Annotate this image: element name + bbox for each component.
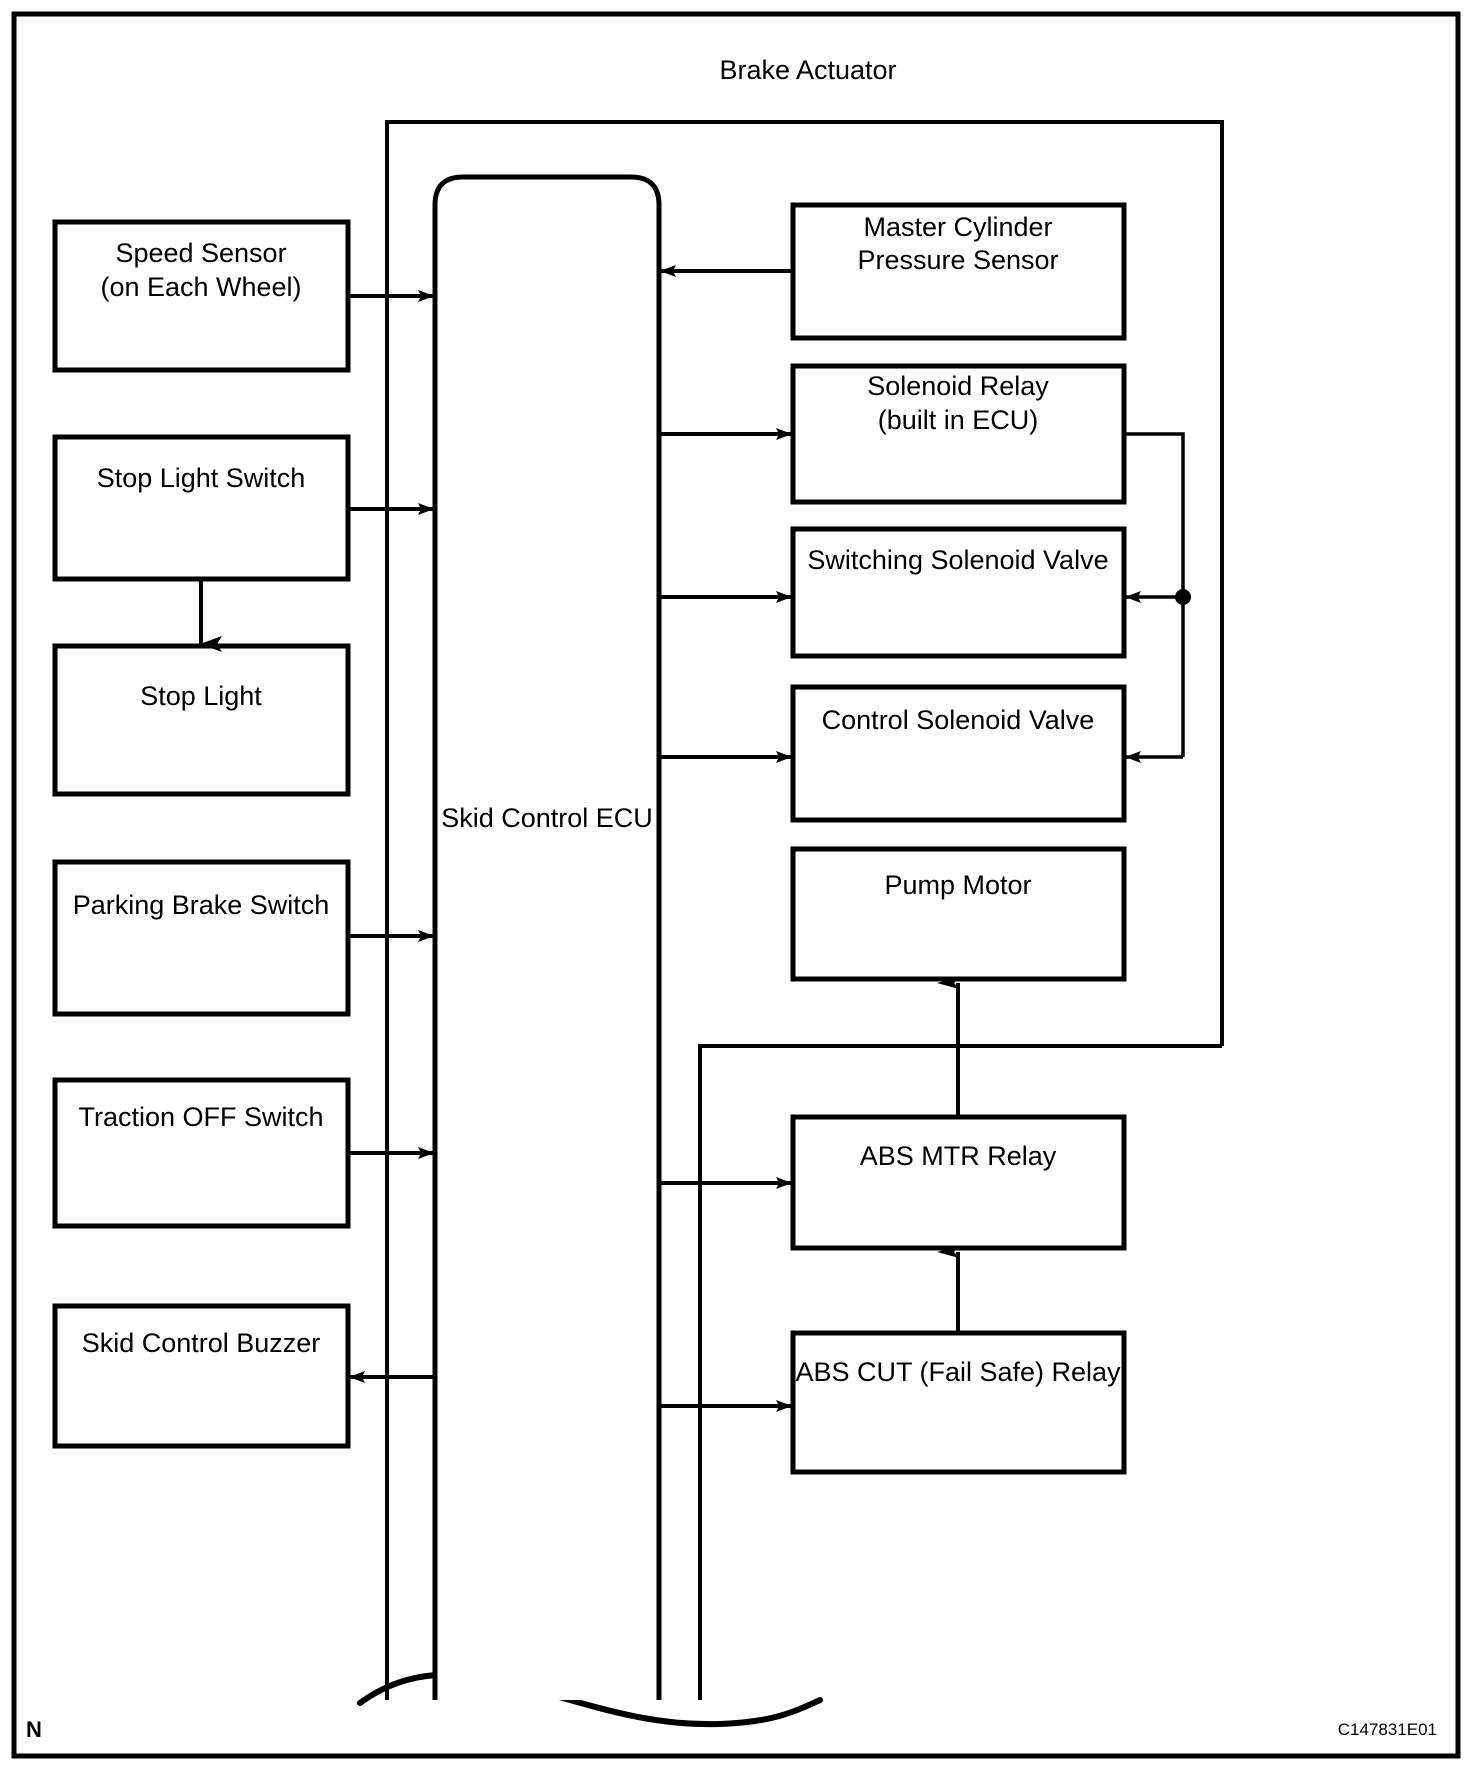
traction-off-switch-label: Traction OFF Switch: [78, 1102, 323, 1132]
box-master-cylinder-pressure-sensor[interactable]: Master Cylinder Pressure Sensor: [790, 202, 1127, 341]
switching-solenoid-valve-label: Switching Solenoid Valve: [807, 545, 1108, 575]
break-line: [357, 1671, 823, 1728]
box-skid-control-buzzer[interactable]: Skid Control Buzzer: [52, 1303, 351, 1449]
page-title: Brake Actuator: [719, 55, 896, 85]
box-parking-brake-switch[interactable]: Parking Brake Switch: [52, 859, 351, 1017]
control-solenoid-valve-label: Control Solenoid Valve: [822, 705, 1095, 735]
parking-brake-switch-label: Parking Brake Switch: [73, 890, 330, 920]
page-border: [11, 11, 1461, 1759]
brake-actuator-enclosure: [385, 120, 1224, 1700]
wire-solenoid-relay-power-bus: [1124, 432, 1191, 763]
box-switching-solenoid-valve[interactable]: Switching Solenoid Valve: [790, 526, 1127, 659]
solenoid-relay-label-line2: (built in ECU): [878, 405, 1039, 435]
speed-sensor-label-line2: (on Each Wheel): [100, 272, 301, 302]
box-solenoid-relay[interactable]: Solenoid Relay (built in ECU): [790, 363, 1127, 505]
skid-control-buzzer-label: Skid Control Buzzer: [82, 1328, 321, 1358]
box-traction-off-switch[interactable]: Traction OFF Switch: [52, 1077, 351, 1229]
stop-light-switch-label: Stop Light Switch: [97, 463, 306, 493]
box-control-solenoid-valve[interactable]: Control Solenoid Valve: [790, 684, 1127, 823]
stop-light-label: Stop Light: [140, 681, 262, 711]
wire-actuator-bus-to-abs-mtr-relay: [698, 1044, 1222, 1700]
abs-mtr-relay-label: ABS MTR Relay: [860, 1141, 1057, 1171]
master-cylinder-pressure-sensor-label-line2: Pressure Sensor: [857, 245, 1058, 275]
corner-letter: N: [26, 1717, 42, 1742]
abs-cut-relay-label: ABS CUT (Fail Safe) Relay: [795, 1357, 1121, 1387]
skid-control-ecu-label: Skid Control ECU: [441, 803, 653, 833]
box-stop-light-switch[interactable]: Stop Light Switch: [52, 434, 351, 582]
junction-dot: [1175, 589, 1191, 605]
pump-motor-label: Pump Motor: [884, 870, 1031, 900]
speed-sensor-label-line1: Speed Sensor: [115, 238, 286, 268]
master-cylinder-pressure-sensor-label-line1: Master Cylinder: [863, 212, 1052, 242]
box-stop-light[interactable]: Stop Light: [52, 643, 351, 797]
reference-code: C147831E01: [1338, 1720, 1437, 1739]
box-skid-control-ecu[interactable]: Skid Control ECU: [432, 174, 662, 1700]
box-speed-sensor[interactable]: Speed Sensor (on Each Wheel): [52, 219, 351, 373]
box-pump-motor[interactable]: Pump Motor: [790, 846, 1127, 982]
box-abs-mtr-relay[interactable]: ABS MTR Relay: [790, 1114, 1127, 1251]
solenoid-relay-label-line1: Solenoid Relay: [867, 371, 1049, 401]
box-abs-cut-relay[interactable]: ABS CUT (Fail Safe) Relay: [790, 1330, 1127, 1475]
